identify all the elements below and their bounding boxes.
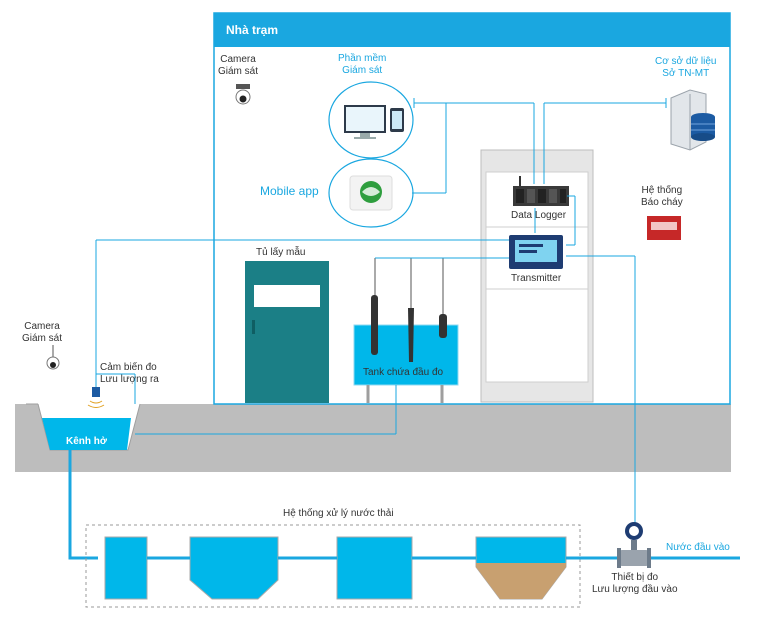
sampler-cabinet-label: Tủ lấy mẫu bbox=[256, 247, 306, 258]
inflow-meter-label: Thiết bị đo Lưu lượng đầu vào bbox=[592, 572, 678, 595]
dome-camera-icon bbox=[235, 84, 251, 105]
outflow-sensor-label: Cảm biến đo Lưu lượng ra bbox=[100, 362, 159, 385]
open-channel bbox=[26, 403, 141, 451]
inflow-water-label: Nước đầu vào bbox=[666, 542, 730, 553]
transmitter-label: Transmitter bbox=[511, 273, 562, 284]
data-logger-label: Data Logger bbox=[511, 210, 567, 221]
outflow-pipe bbox=[68, 450, 98, 560]
outflow-sensor-icon bbox=[87, 373, 136, 408]
tank-label: Tank chứa đầu đo bbox=[363, 367, 444, 378]
fire-alarm-icon bbox=[647, 216, 681, 240]
fire-system-label: Hệ thống Báo cháy bbox=[641, 185, 683, 208]
treatment-tanks bbox=[104, 536, 620, 600]
computer-monitor-icon bbox=[344, 105, 386, 139]
treatment-system-label: Hệ thống xử lý nước thải bbox=[283, 508, 394, 519]
equipment-rack-inner bbox=[485, 171, 589, 383]
leaf-app-icon bbox=[349, 175, 393, 211]
open-channel-label: Kênh hở bbox=[66, 436, 107, 447]
mobile-app-label: Mobile app bbox=[260, 184, 319, 198]
camera-channel-label: Camera Giám sát bbox=[22, 321, 63, 344]
database-server-icon bbox=[670, 89, 715, 151]
flow-meter-icon bbox=[617, 522, 651, 568]
treatment-system-box bbox=[85, 524, 581, 608]
camera-station-label: Camera Giám sát bbox=[218, 54, 259, 77]
station-title: Nhà trạm bbox=[226, 23, 279, 37]
probe-tank bbox=[353, 258, 459, 403]
data-logger-icon bbox=[513, 176, 569, 206]
channel-camera-icon bbox=[46, 345, 60, 370]
smartphone-icon bbox=[390, 108, 404, 132]
software-label: Phần mềm Giám sát bbox=[338, 53, 387, 76]
station-header-bar bbox=[214, 13, 730, 47]
transmitter-icon bbox=[509, 235, 563, 269]
sampler-cabinet bbox=[245, 261, 329, 403]
database-label: Cơ sở dữ liệu Sở TN-MT bbox=[655, 56, 717, 79]
